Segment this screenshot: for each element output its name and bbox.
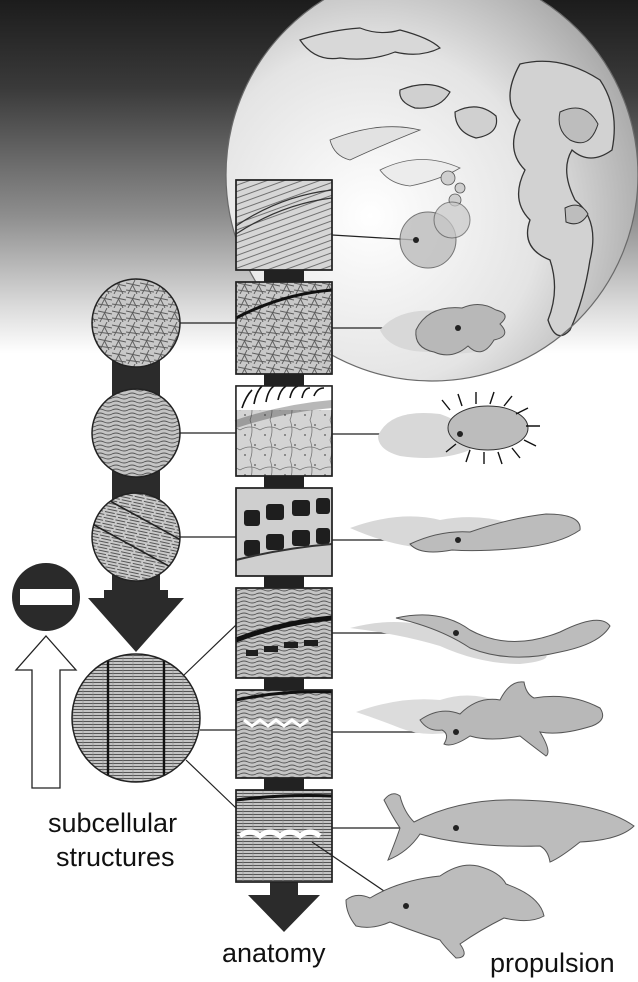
subcellular-label-line2: structures — [56, 842, 175, 873]
subcellular-label-line1: subcellular — [48, 808, 177, 839]
anatomy-panel-7 — [236, 790, 332, 882]
propulsion-label: propulsion — [490, 948, 615, 979]
anatomy-panel-4 — [236, 488, 332, 576]
anatomy-label: anatomy — [222, 938, 326, 969]
subcellular-circle-random-fibers — [92, 279, 180, 367]
anatomy-panel-6 — [236, 690, 332, 778]
anatomy-panel-2 — [236, 282, 332, 374]
no-entry-icon — [12, 563, 80, 631]
subcellular-circle-aligned-fibers — [92, 389, 180, 477]
anatomy-panel-3 — [236, 386, 332, 476]
anatomy-panel-1 — [236, 180, 332, 270]
anatomy-panel-5 — [236, 588, 332, 678]
